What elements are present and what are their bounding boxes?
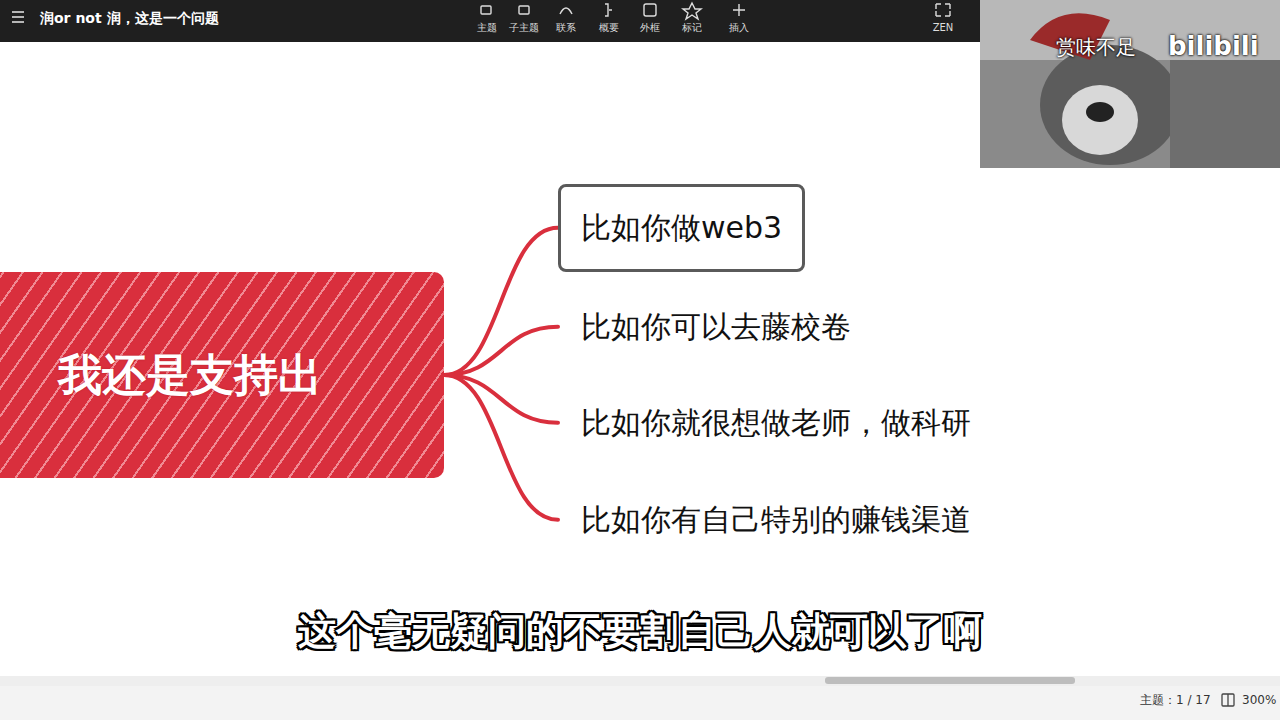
subtopic: 比如你就很想做老师，做科研 bbox=[558, 379, 994, 467]
zoom-level: 300% bbox=[1242, 694, 1276, 707]
scroll-thumb bbox=[825, 677, 1075, 684]
toolbar-label: 外框 bbox=[640, 22, 660, 33]
menu-icon bbox=[12, 12, 24, 22]
topic-text: 比如你可以去藤校卷 bbox=[581, 308, 851, 346]
topic-text: 比如你做web3 bbox=[581, 209, 782, 247]
video-subtitle: 这个毫无疑问的不要割自己人就可以了啊 bbox=[298, 606, 982, 657]
uploader-watermark: 赏味不足 bbox=[1056, 36, 1136, 58]
status-icon bbox=[1222, 694, 1234, 706]
topic-text: 我还是支持出 bbox=[58, 346, 444, 405]
branch-line bbox=[444, 228, 558, 375]
topic-text: 比如你有自己特别的赚钱渠道 bbox=[581, 501, 971, 539]
toolbar-label: 主题 bbox=[477, 22, 497, 33]
status-text: 主题：1 / 17 bbox=[1140, 694, 1211, 707]
status-bar bbox=[0, 686, 1280, 720]
toolbar-label: 标记 bbox=[682, 22, 702, 33]
toolbar-label: ZEN bbox=[933, 22, 954, 33]
toolbar-icons bbox=[481, 3, 950, 19]
window-title: 润or not 润，这是一个问题 bbox=[40, 10, 219, 28]
subtopic: 比如你做web3 bbox=[558, 184, 805, 272]
site-watermark: bilibili bbox=[1168, 32, 1259, 61]
toolbar-label: 插入 bbox=[729, 22, 749, 33]
branch-line bbox=[444, 327, 558, 375]
toolbar-label: 子主题 bbox=[509, 22, 539, 33]
toolbar-label: 联系 bbox=[556, 22, 576, 33]
branch-line bbox=[444, 375, 558, 520]
subtopic: 比如你可以去藤校卷 bbox=[558, 283, 874, 371]
webcam-overlay bbox=[980, 0, 1280, 168]
toolbar-label: 概要 bbox=[599, 22, 619, 33]
subtopic: 比如你有自己特别的赚钱渠道 bbox=[558, 476, 994, 564]
scroll-track bbox=[0, 676, 1280, 686]
central-topic: 我还是支持出 bbox=[0, 272, 444, 478]
topic-text: 比如你就很想做老师，做科研 bbox=[581, 404, 971, 442]
